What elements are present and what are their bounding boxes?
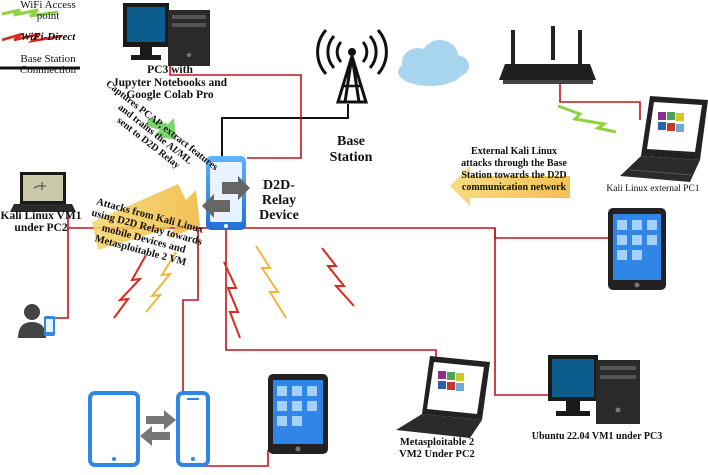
pc3-desktop-icon <box>123 3 210 66</box>
pc3-link <box>169 66 302 159</box>
kali-vm1-laptop-icon <box>10 172 76 212</box>
legend-wifi-ap-icon <box>1 8 59 18</box>
wifi-ap-bolt <box>557 104 617 134</box>
kali-user-link <box>48 228 69 319</box>
relay-arrow-left-icon <box>202 194 230 218</box>
legend <box>0 8 80 70</box>
relay-tablet-link <box>182 228 269 467</box>
kali-external-label: Kali Linux external PC1 <box>606 184 700 194</box>
wifi-links <box>113 104 617 339</box>
router-kali-ext-link <box>559 82 641 120</box>
phone-outline-icon <box>176 391 210 467</box>
legend-wifi-ap-label: WiFi Access point <box>20 0 76 22</box>
router-icon <box>499 26 596 84</box>
relay-phone-icon <box>202 156 250 230</box>
kali-vm1-label: Kali Linux VM1 under PC2 <box>0 210 82 234</box>
tablet-outline-icon <box>88 391 140 467</box>
attack-relay-arrow-icon <box>92 184 200 250</box>
tablet-bottom-icon <box>268 374 328 454</box>
legend-base-conn-label: Base Station Connnection <box>19 53 77 76</box>
ubuntu-desktop-icon <box>548 355 640 424</box>
exchange-arrow-right-icon <box>146 410 176 430</box>
metasploitable-label: Metasploitable 2 VM2 Under PC2 <box>399 437 475 460</box>
capture-arrow-icon <box>146 118 176 140</box>
wifi-direct-bolt-5 <box>321 247 355 307</box>
base-station-link <box>221 104 349 158</box>
user-icon <box>18 304 55 338</box>
tablet-right-icon <box>608 208 666 290</box>
pc3-label: PC3 with Jupyter Notebooks and Google Co… <box>112 64 228 101</box>
legend-wifi-direct-label: WiFi-Direct <box>20 31 76 43</box>
wifi-direct-bolt-1 <box>113 254 147 319</box>
metasploitable-laptop-icon <box>396 356 490 438</box>
kali-external-laptop-icon <box>620 96 708 182</box>
attack-external-annotation: External Kali Linux attacks through the … <box>461 146 567 193</box>
relay-arrow-right-icon <box>222 176 250 200</box>
wifi-direct-bolt-4 <box>255 245 287 319</box>
exchange-arrow-left-icon <box>140 426 170 446</box>
relay-bus <box>228 227 610 239</box>
ubuntu-label: Ubuntu 22.04 VM1 under PC3 <box>531 431 663 442</box>
cloud-icon <box>398 40 469 86</box>
base-station-label: Base Station <box>329 134 373 165</box>
legend-wifi-direct-icon <box>1 32 63 43</box>
wifi-direct-bolt-2 <box>145 251 177 313</box>
relay-meta-link <box>225 230 437 360</box>
tower-icon <box>316 29 388 104</box>
relay-label: D2D- Relay Device <box>259 178 299 223</box>
attack-external-arrow-icon <box>450 166 570 206</box>
wifi-direct-bolt-3 <box>223 261 241 339</box>
